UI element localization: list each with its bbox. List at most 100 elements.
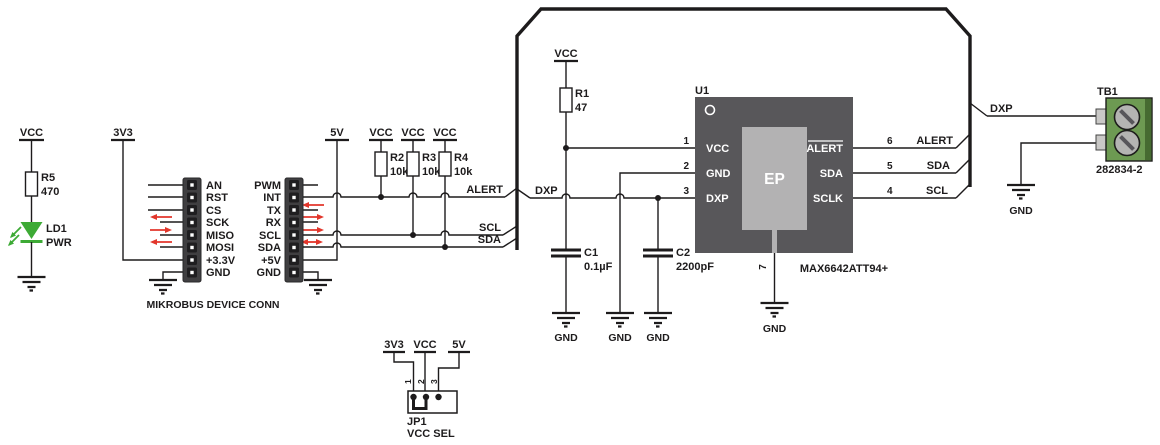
bus-entry-sda bbox=[502, 237, 518, 248]
rail-3v3: 3V3 bbox=[111, 127, 183, 261]
led-ref: LD1 bbox=[46, 223, 67, 235]
pin-label-an: AN bbox=[206, 180, 222, 192]
r4-ref: R4 bbox=[454, 152, 469, 164]
pin-label-pwm: PWM bbox=[254, 180, 281, 192]
tx-direction-arrow bbox=[302, 202, 309, 208]
c1-gnd-label: GND bbox=[554, 332, 578, 344]
pin-label-mosi: MOSI bbox=[206, 242, 234, 254]
gnd-symbol bbox=[644, 311, 672, 328]
tb1-body-shade bbox=[1145, 99, 1152, 160]
dxp-net-label-left: DXP bbox=[535, 185, 558, 197]
pin-label-scl: SCL bbox=[259, 230, 281, 242]
pin-label-3v3: +3.3V bbox=[206, 255, 236, 267]
gnd-symbol bbox=[760, 301, 789, 318]
sda-direction-arrow bbox=[316, 239, 323, 245]
r1-block: VCC R1 47 bbox=[554, 48, 695, 250]
pin-label-sck: SCK bbox=[206, 217, 229, 229]
ic-pin-dxp: DXP bbox=[706, 193, 729, 205]
jumper-jp1: 3V3 VCC 5V 1 2 3 JP1 VCC SEL bbox=[383, 339, 470, 440]
led-emission-arrowhead bbox=[10, 232, 16, 238]
power-led-block: VCC R5 470 LD1 PWR bbox=[8, 127, 72, 292]
c2-value: 2200pF bbox=[676, 261, 714, 273]
jp1-shunt bbox=[412, 399, 428, 410]
dxp-net-label-right: DXP bbox=[990, 103, 1013, 115]
pin-label-5v: +5V bbox=[261, 255, 282, 267]
ic-pin-gnd: GND bbox=[706, 168, 731, 180]
scl-wire bbox=[303, 230, 503, 236]
pin-label-gnd-left: GND bbox=[206, 267, 231, 279]
r5-value: 470 bbox=[41, 186, 59, 198]
r4-value: 10k bbox=[454, 166, 473, 178]
tb1-part-number: 282834-2 bbox=[1096, 164, 1143, 176]
gnd-symbol bbox=[1007, 183, 1035, 200]
junction-dot bbox=[410, 232, 416, 238]
c1-ref: C1 bbox=[584, 247, 598, 259]
pin-number-2: 2 bbox=[683, 161, 689, 172]
pullup-r3: VCC R3 10k bbox=[401, 127, 441, 235]
resistor-r5 bbox=[24, 171, 39, 197]
r1-ref: R1 bbox=[575, 88, 589, 100]
jp1-pin-2: 2 bbox=[416, 379, 426, 384]
gnd-symbol bbox=[606, 311, 634, 328]
right-header-pins bbox=[289, 180, 299, 278]
pullup-r2: VCC R2 10k bbox=[369, 127, 409, 197]
gnd-symbol bbox=[552, 311, 580, 328]
r4-rail-label: VCC bbox=[433, 127, 456, 139]
pin-label-tx: TX bbox=[267, 205, 282, 217]
ic-exposed-pad bbox=[742, 127, 807, 230]
c2-ref: C2 bbox=[676, 247, 690, 259]
resistor-r3 bbox=[406, 151, 420, 177]
ic-pin-vcc: VCC bbox=[706, 143, 729, 155]
bus-exit-dxp-left bbox=[516, 188, 531, 199]
3v3-rail-label: 3V3 bbox=[113, 127, 133, 139]
sda-wire bbox=[303, 242, 503, 248]
bus-entry-scl bbox=[502, 225, 518, 236]
jp1-pin-circle bbox=[422, 393, 430, 401]
junction-dot bbox=[442, 244, 448, 250]
alert-net-label-right: ALERT bbox=[916, 135, 953, 147]
ic-pin-sclk: SCLK bbox=[813, 193, 843, 205]
pin-label-cs: CS bbox=[206, 205, 221, 217]
capacitor-c2 bbox=[643, 248, 673, 258]
tb1-screw-slot bbox=[1119, 135, 1135, 151]
left-header-pins bbox=[187, 180, 197, 278]
bus-entry-alert-right bbox=[955, 133, 971, 149]
5v-rail-label: 5V bbox=[330, 127, 344, 139]
jp1-caption: VCC SEL bbox=[407, 428, 455, 440]
pin-number-7: 7 bbox=[758, 264, 769, 270]
gnd-symbol bbox=[17, 275, 46, 292]
vcc-rail-label: VCC bbox=[20, 127, 43, 139]
resistor-r4 bbox=[438, 151, 452, 177]
pin-label-gnd-right: GND bbox=[257, 267, 282, 279]
resistor-r1 bbox=[559, 87, 573, 113]
led-symbol bbox=[20, 222, 43, 239]
pin-label-int: INT bbox=[263, 192, 281, 204]
tb1-gnd-wire bbox=[1020, 142, 1096, 185]
pin-label-miso: MISO bbox=[206, 230, 235, 242]
c2-block: C2 2200pF GND bbox=[643, 198, 714, 344]
jp1-pin-3: 3 bbox=[429, 379, 439, 384]
ic-u1: U1 EP VCC GND DXP ALERT SDA SCLK 1 2 3 6… bbox=[683, 85, 956, 335]
pin-label-sda: SDA bbox=[258, 242, 281, 254]
led-name: PWR bbox=[46, 237, 72, 249]
jp1-pin-1: 1 bbox=[403, 379, 413, 384]
bus-exit-dxp-right bbox=[969, 102, 988, 117]
pin-label-rx: RX bbox=[266, 217, 282, 229]
ep-gnd-label: GND bbox=[763, 323, 787, 335]
pullup-r4: VCC R4 10k bbox=[433, 127, 473, 247]
bus-entry-alert bbox=[504, 187, 518, 198]
jp1-pin-circle bbox=[435, 393, 442, 401]
junction-dot bbox=[378, 194, 384, 200]
resistor-r2 bbox=[374, 151, 388, 177]
led-emission-arrowhead bbox=[8, 240, 14, 246]
tb1-screw-slot bbox=[1119, 109, 1135, 125]
r1-value: 47 bbox=[575, 102, 587, 114]
wire bbox=[122, 140, 183, 261]
miso-direction-arrow bbox=[165, 227, 172, 233]
sda-direction-arrow bbox=[301, 239, 308, 245]
dxp-net: DXP bbox=[530, 185, 695, 201]
bus-line bbox=[515, 7, 972, 250]
r5-ref: R5 bbox=[41, 172, 55, 184]
